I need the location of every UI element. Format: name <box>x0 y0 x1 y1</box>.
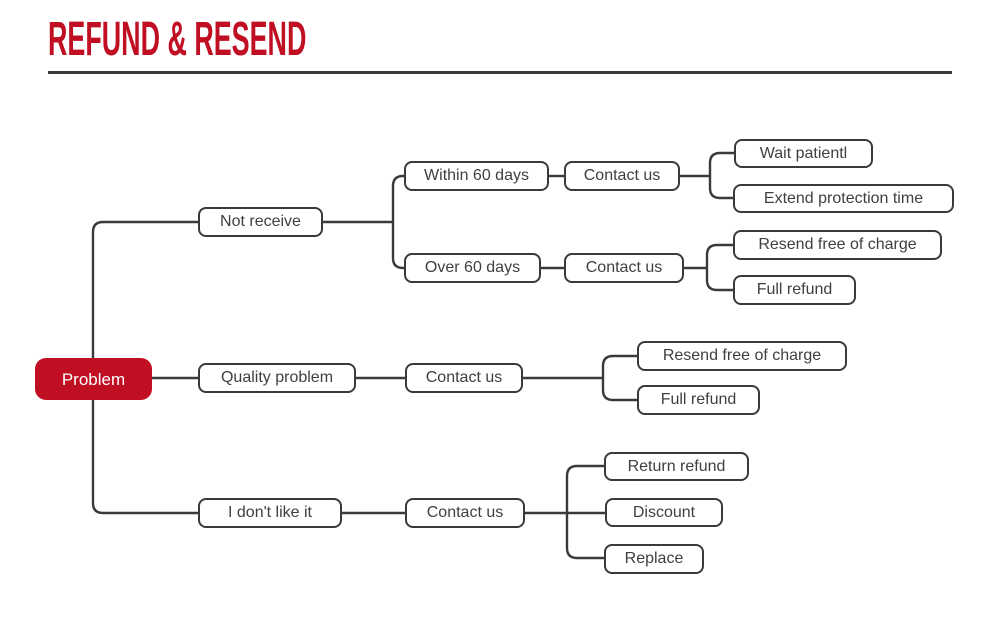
node-extend-protection-time[interactable]: Extend protection time <box>733 184 954 213</box>
node-not-receive[interactable]: Not receive <box>198 207 323 237</box>
connector-spine-bottom <box>91 400 198 515</box>
node-contact-us-4[interactable]: Contact us <box>405 498 525 528</box>
node-over-60-days[interactable]: Over 60 days <box>404 253 541 283</box>
connector-spine-top <box>91 220 198 358</box>
node-contact-us-1[interactable]: Contact us <box>564 161 680 191</box>
connector-bracket-return-replace <box>565 464 604 560</box>
node-problem[interactable]: Problem <box>35 358 152 400</box>
node-full-refund-2[interactable]: Full refund <box>637 385 760 415</box>
connector-bracket-resend-full-1 <box>705 243 733 292</box>
connector-bracket-60days <box>391 174 404 270</box>
page-title: REFUND & RESEND <box>48 13 307 66</box>
node-return-refund[interactable]: Return refund <box>604 452 749 481</box>
connector-bracket-resend-full-2 <box>601 354 637 402</box>
node-i-dont-like-it[interactable]: I don't like it <box>198 498 342 528</box>
node-discount[interactable]: Discount <box>605 498 723 527</box>
connector-bracket-wait-extend <box>708 151 734 200</box>
node-full-refund-1[interactable]: Full refund <box>733 275 856 305</box>
node-replace[interactable]: Replace <box>604 544 704 574</box>
node-within-60-days[interactable]: Within 60 days <box>404 161 549 191</box>
node-wait-patientl[interactable]: Wait patientl <box>734 139 873 168</box>
node-contact-us-3[interactable]: Contact us <box>405 363 523 393</box>
node-contact-us-2[interactable]: Contact us <box>564 253 684 283</box>
node-resend-free-of-charge-1[interactable]: Resend free of charge <box>733 230 942 260</box>
node-resend-free-of-charge-2[interactable]: Resend free of charge <box>637 341 847 371</box>
node-quality-problem[interactable]: Quality problem <box>198 363 356 393</box>
title-divider <box>48 71 952 74</box>
